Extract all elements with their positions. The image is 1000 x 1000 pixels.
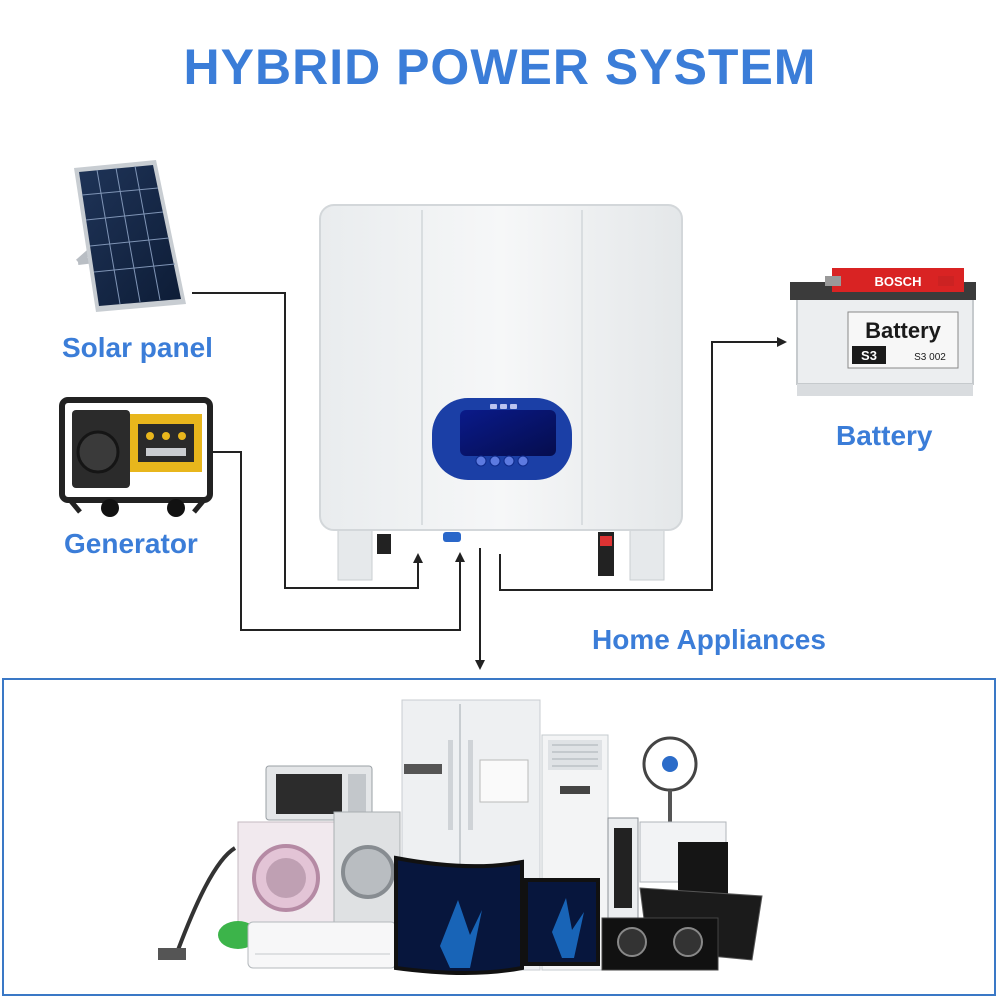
home-appliances-label: Home Appliances (592, 624, 826, 655)
page-title: HYBRID POWER SYSTEM (183, 39, 817, 95)
battery-icon: BOSCH Battery S3 S3 002 (790, 268, 976, 396)
battery-code-text: S3 002 (914, 352, 946, 363)
solar-panel-label: Solar panel (62, 332, 213, 363)
solar-wire (192, 292, 423, 589)
inverter-icon (319, 204, 683, 581)
battery-sticker-text: Battery (865, 318, 942, 343)
battery-brand-text: BOSCH (875, 274, 922, 289)
battery-model-text: S3 (861, 348, 877, 363)
home-appliances-icon (158, 699, 763, 975)
generator-label: Generator (64, 528, 198, 559)
battery-label: Battery (836, 420, 933, 451)
battery-wire (499, 337, 787, 591)
home-appliances-frame (2, 678, 996, 996)
generator-icon (59, 397, 213, 517)
wiring (192, 292, 787, 670)
solar-panel-icon (74, 160, 186, 312)
generator-wire (212, 451, 465, 631)
